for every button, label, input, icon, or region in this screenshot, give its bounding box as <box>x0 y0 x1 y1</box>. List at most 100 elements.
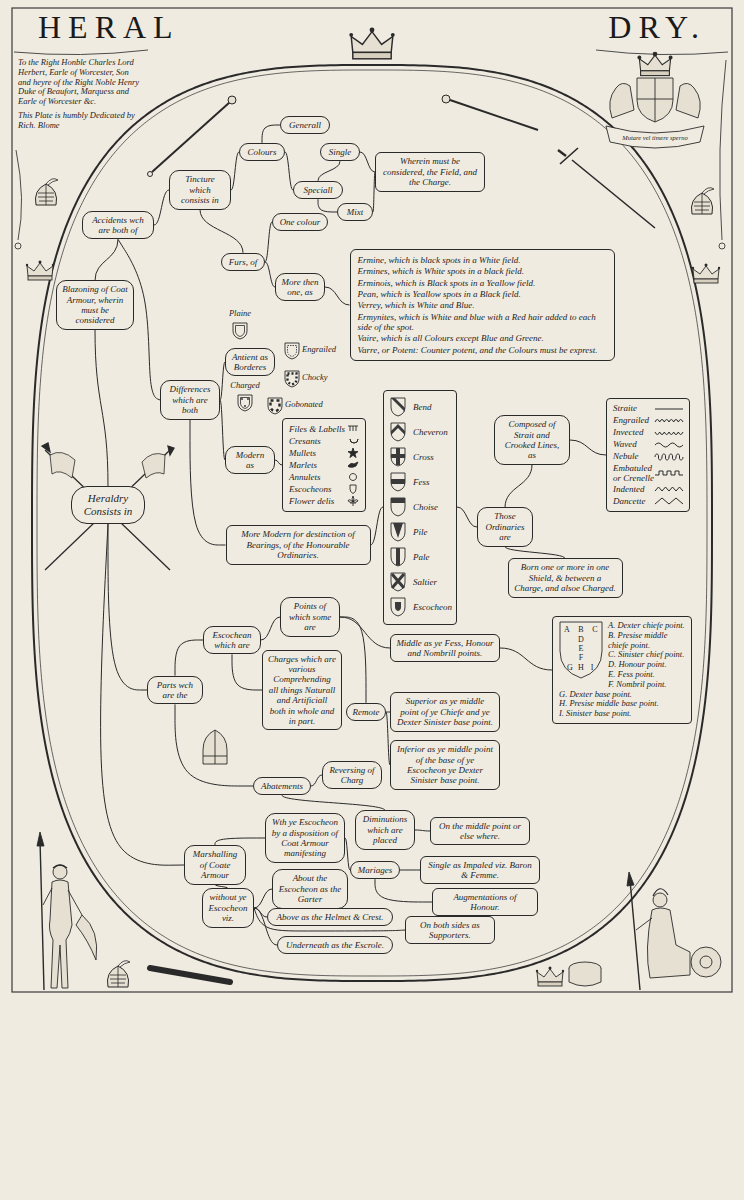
node-text: About the Escocheon as the Garter <box>278 873 342 904</box>
engraving <box>35 179 58 205</box>
text-box: Superior as ye middle point of ye Chiefe… <box>390 692 500 731</box>
connector-line <box>108 524 147 690</box>
charge-icon <box>348 426 358 431</box>
node-text: Cresants <box>289 436 321 446</box>
node-text: Pale <box>413 552 430 562</box>
list-row: Mullets <box>289 447 359 459</box>
ordinaries-list: BendCheveronCrossFessChoisePilePaleSalti… <box>383 390 457 625</box>
bordure-label: Gobonated <box>285 400 323 410</box>
shield-outline <box>391 523 405 541</box>
connector-line <box>282 795 385 810</box>
node-text: Choise <box>413 502 438 512</box>
engraving <box>691 188 714 214</box>
connector-line <box>232 654 262 690</box>
node-text: H <box>578 664 584 672</box>
node-text: Escocheon <box>413 602 452 612</box>
node-text: Blazoning of Coat Armour, wherin must be… <box>62 284 128 325</box>
connector-line <box>311 775 322 786</box>
list-row: Embatuled or Crenelle <box>613 463 683 484</box>
charge-icon <box>350 485 356 494</box>
mitre <box>203 730 227 764</box>
connector-line <box>175 640 203 676</box>
line-sample <box>655 497 683 505</box>
connector-line <box>325 287 350 305</box>
line-sample <box>655 471 683 475</box>
bubble-node: Mariages <box>350 861 400 879</box>
shield-icons <box>285 343 299 359</box>
ordinary-charge <box>392 574 404 588</box>
list-row: Pile <box>390 520 450 545</box>
list-row: Fess <box>390 470 450 495</box>
node-text: Generall <box>286 120 324 130</box>
engraving <box>26 261 54 281</box>
coat-of-arms <box>676 83 700 118</box>
bubble-node: One colour <box>272 213 328 231</box>
list-row: Flower delis <box>289 495 359 507</box>
escutcheon-grid <box>560 622 602 678</box>
node-text: D <box>578 636 584 644</box>
shield-icons <box>268 398 282 414</box>
connector-line <box>400 870 420 871</box>
bubble-node: Single <box>320 143 360 161</box>
sceptre <box>450 100 538 130</box>
coat-of-arms <box>637 78 673 122</box>
node-text: More then one, as <box>281 277 319 298</box>
node-text: Middle as ye Fess, Honour and Nombrill p… <box>396 638 494 659</box>
shield-icons <box>244 405 246 407</box>
node-text: Marshalling of Coate Armour <box>190 849 240 880</box>
charge-icon <box>348 448 358 458</box>
list-row: Choise <box>390 495 450 520</box>
trophy-of-arms <box>142 454 165 478</box>
standing-figure <box>76 915 97 960</box>
standing-figure <box>40 840 44 990</box>
standing-figure <box>49 880 72 988</box>
node-text: Remote <box>352 707 380 717</box>
bordure-label: Plaine <box>229 309 251 319</box>
node-text: Files & Labells <box>289 424 345 434</box>
connector-line <box>261 617 280 640</box>
mitre <box>203 730 227 764</box>
shield-outline <box>391 573 405 591</box>
shield-outline <box>391 598 405 616</box>
shield-icons <box>241 398 243 400</box>
list-row: Cheveron <box>390 420 450 445</box>
bubble-node: Abatements <box>253 777 311 795</box>
connector-line <box>570 440 606 455</box>
list-row: Escocheons <box>289 483 359 495</box>
node-text: More Modern for destinction of Bearings,… <box>232 529 365 560</box>
node-text: Mariages <box>356 865 394 875</box>
node-text: Charges which are various Comprehending … <box>268 654 336 726</box>
connector-line <box>500 648 552 670</box>
sceptre <box>148 172 153 177</box>
bubble-node: Modern as <box>225 446 275 475</box>
ordinary-shield <box>390 497 406 517</box>
connector-line <box>415 830 430 831</box>
shield-icons <box>271 401 280 412</box>
bordure-label: Charged <box>230 381 259 391</box>
node-text: H. Presise middle base point. <box>559 699 685 709</box>
node-text: Flower delis <box>289 496 334 506</box>
list-row: Engrailed <box>613 415 683 427</box>
line-sample <box>655 417 683 425</box>
shield-icons <box>247 398 249 400</box>
text-box: Single as Impaled viz. Baron & Femme. <box>420 856 540 885</box>
line-sample <box>655 419 683 422</box>
arms-pile <box>150 962 601 986</box>
bubble-node: Marshalling of Coate Armour <box>184 845 246 884</box>
charge-icon <box>350 439 358 443</box>
line-sample <box>655 485 683 493</box>
node-text: Reversing of Charg <box>328 765 376 786</box>
bubble-node: Colours <box>239 143 285 161</box>
bubble-node: Composed of Strait and Crooked Lines, as <box>494 415 570 464</box>
shield-icons <box>268 398 282 414</box>
shield-outline <box>391 398 405 416</box>
shield-icons <box>233 323 247 339</box>
seated-figure <box>636 918 652 930</box>
curtain <box>720 60 726 240</box>
node-text: F. Nombril point. <box>559 680 685 690</box>
arms-pile <box>150 968 230 982</box>
node-text: Invected <box>613 427 655 437</box>
bubble-node: without ye Escocheon viz. <box>202 888 254 927</box>
engraving <box>536 967 564 987</box>
